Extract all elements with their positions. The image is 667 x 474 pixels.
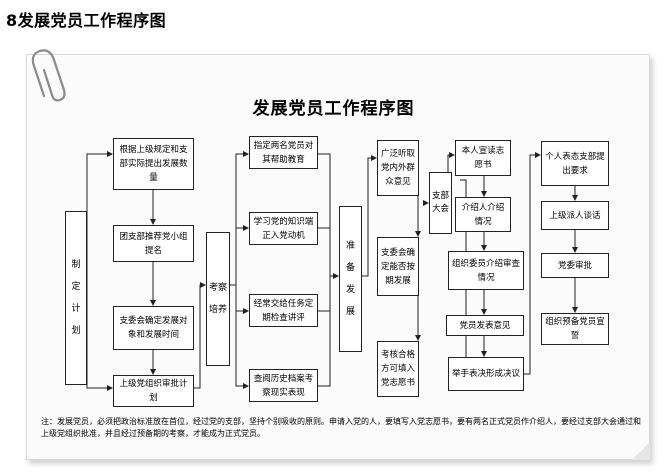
node-recommend: 根据上级规定和支部实际提出发展数量 [113,138,194,190]
node-branch-meeting: 支部大会 [429,172,452,234]
node-committee-review: 组织委员介绍审查情况 [448,251,524,290]
node-tasks: 经常交给任务定期检查讲评 [249,294,318,327]
node-assign-contacts: 指定两名党员对其帮助教育 [249,136,318,169]
node-self-statement: 个人表态支部提出要求 [541,141,609,186]
node-cultivate: 考察培养 [206,232,230,366]
page-heading: 8发展党员工作程序图 [6,11,167,30]
node-oath: 组织预备党员宣誓 [541,313,609,345]
node-report-approve: 上级党组织审批计划 [113,375,194,407]
node-study: 学习党的知识端正入党动机 [249,212,318,245]
node-prepare: 准备发展 [339,206,362,352]
node-members-opinion: 党员发表意见 [446,315,524,336]
node-branch-nominate: 团支部推荐党小组提名 [113,225,194,262]
node-party-approval: 党委审批 [541,253,609,278]
node-vote: 举手表决形成决议 [448,357,524,391]
node-read-application: 本人宣读志愿书 [455,140,511,176]
node-introducer: 介绍人介绍情况 [455,197,511,232]
diagram-note: 注：发展党员，必须把政治标准放在首位，经过党的支部，坚持个别吸收的原则。申请入党… [41,417,641,438]
node-plan: 制定计划 [65,211,87,385]
diagram-title: 发展党员工作程序图 [252,99,415,119]
paperclip-icon [31,49,66,102]
node-hear-opinions: 广泛听取党内外群众意见 [377,140,419,196]
node-review-history: 查阅历史档案考察现实表现 [249,369,318,402]
node-qualified: 考核合格方可填入党志愿书 [377,341,419,397]
node-committee-determine: 支委会确定发展对象和发展时间 [113,306,194,350]
node-committee-decide: 支委会确定能否按期发展 [377,237,419,296]
node-superior-talk: 上级派人谈话 [541,201,609,230]
page-curl [632,442,650,460]
